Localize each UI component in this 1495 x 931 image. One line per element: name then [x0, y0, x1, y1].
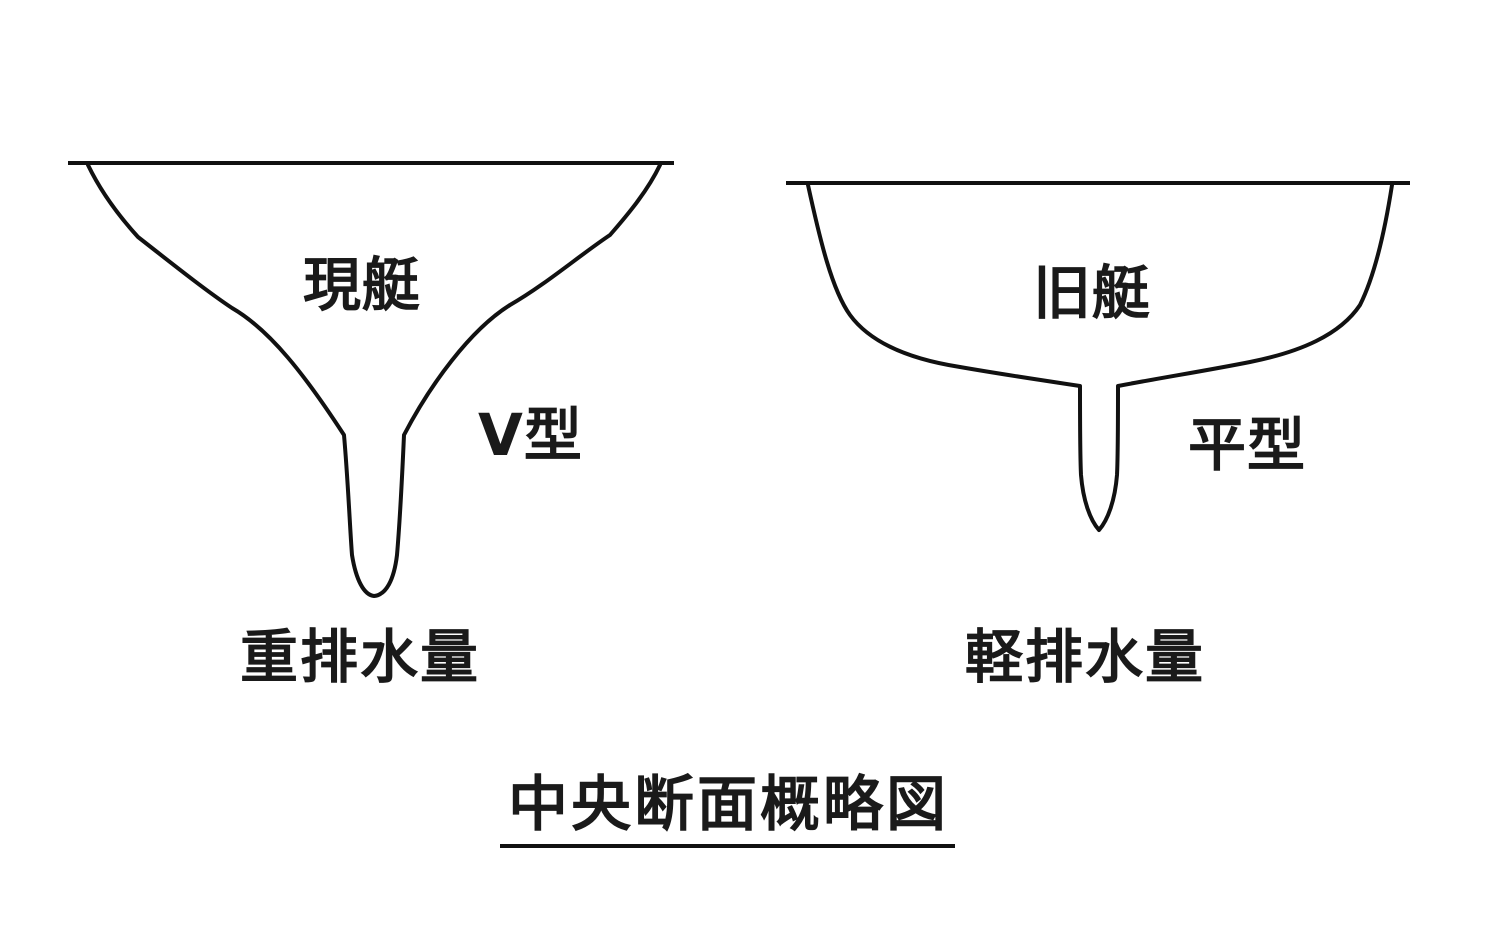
- diagram-caption: 中央断面概略図: [508, 770, 949, 840]
- left-hull-type: V型: [478, 401, 583, 469]
- left-hull-name: 現艇: [303, 251, 422, 319]
- right-hull-displacement: 軽排水量: [965, 623, 1206, 691]
- left-hull-displacement: 重排水量: [240, 623, 481, 691]
- right-hull-outline: [806, 183, 1394, 532]
- right-hull-name: 旧艇: [1033, 259, 1152, 327]
- left-hull-outline: [86, 163, 662, 598]
- right-hull-type: 平型: [1188, 411, 1307, 479]
